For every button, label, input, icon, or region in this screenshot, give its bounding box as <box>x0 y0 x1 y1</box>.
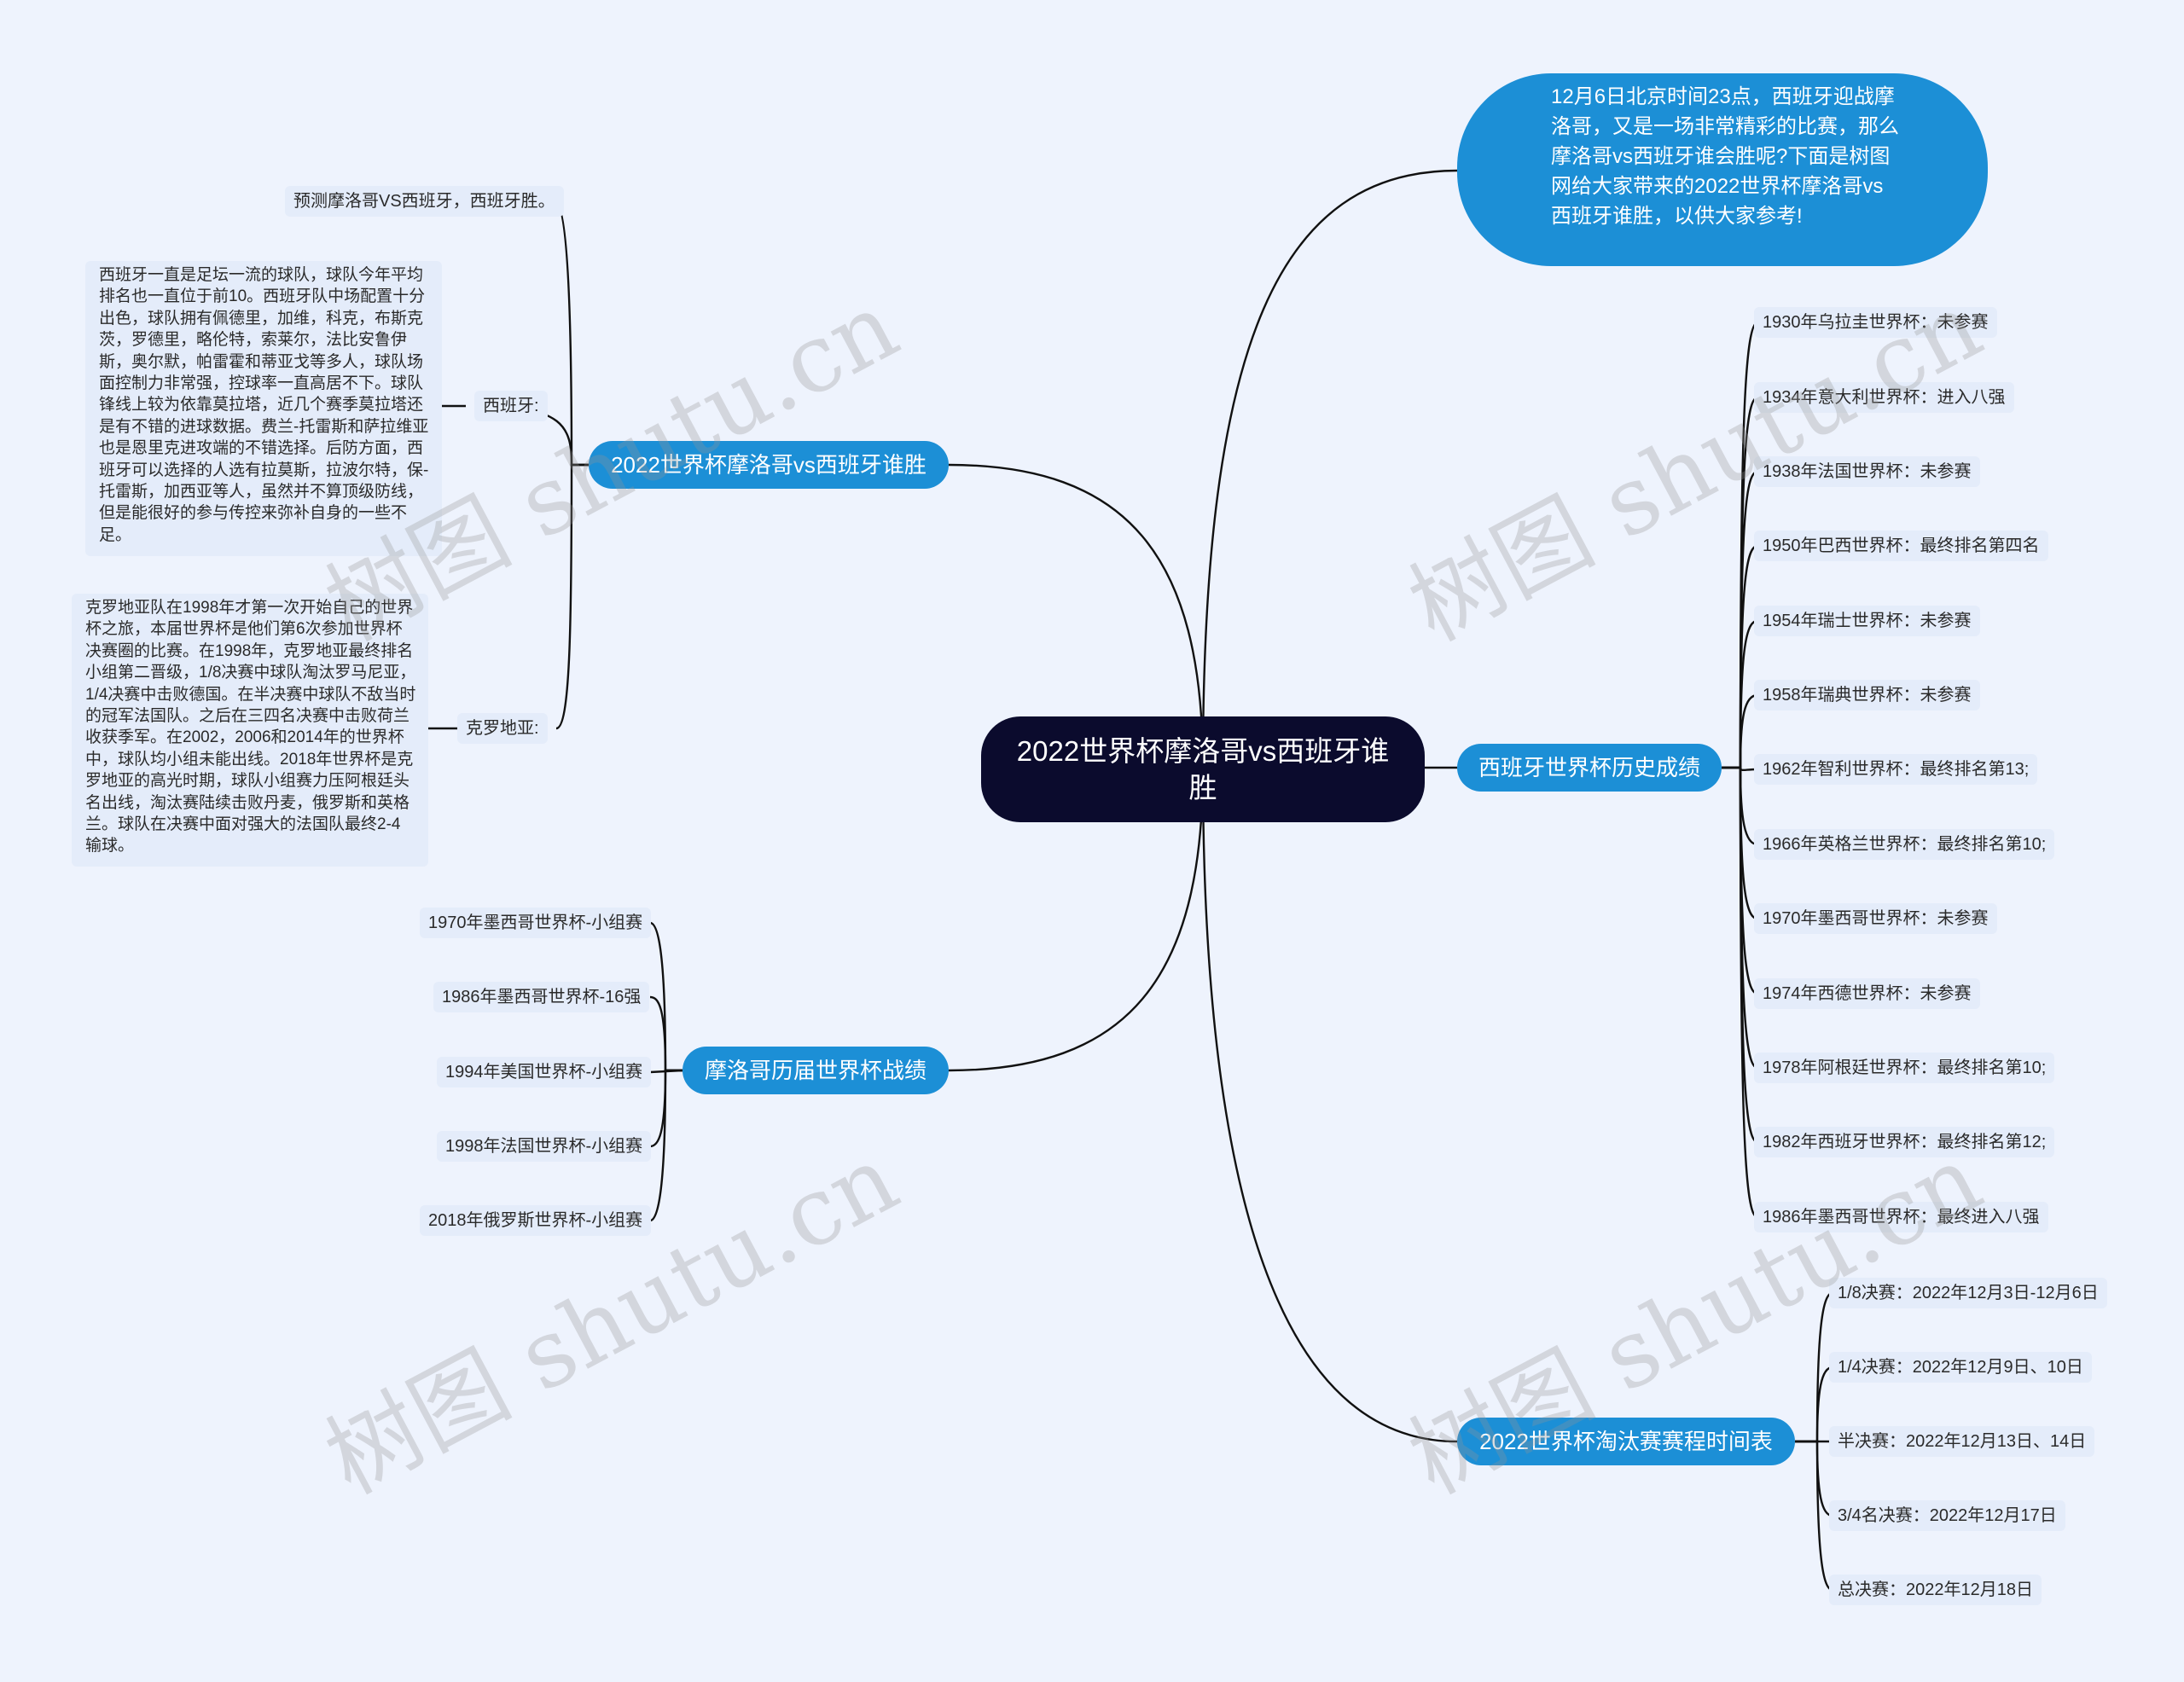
spain-history-item-text: 1938年法国世界杯：未参赛 <box>1763 462 1972 481</box>
branch-spain-history[interactable]: 西班牙世界杯历史成绩 <box>1457 744 1722 792</box>
schedule-item-text: 3/4名决赛：2022年12月17日 <box>1838 1506 2057 1525</box>
branch-knockout-schedule[interactable]: 2022世界杯淘汰赛赛程时间表 <box>1457 1418 1795 1465</box>
morocco-item-text: 1986年墨西哥世界杯-16强 <box>442 988 642 1006</box>
schedule-item-text: 1/8决赛：2022年12月3日-12月6日 <box>1838 1284 2099 1302</box>
morocco-item[interactable]: 2018年俄罗斯世界杯-小组赛 <box>420 1205 652 1236</box>
spain-history-item[interactable]: 1954年瑞士世界杯：未参赛 <box>1754 606 1980 636</box>
branch-schedule-label: 2022世界杯淘汰赛赛程时间表 <box>1479 1429 1773 1454</box>
schedule-item[interactable]: 1/4决赛：2022年12月9日、10日 <box>1829 1352 2092 1383</box>
spain-history-item-text: 1954年瑞士世界杯：未参赛 <box>1763 612 1972 630</box>
spain-history-item-text: 1934年意大利世界杯：进入八强 <box>1763 388 2006 407</box>
spain-history-item-text: 1974年西德世界杯：未参赛 <box>1763 984 1972 1003</box>
spain-history-item-text: 1970年墨西哥世界杯：未参赛 <box>1763 909 1989 928</box>
croatia-analysis-text: 克罗地亚队在1998年才第一次开始自己的世界杯之旅，本届世界杯是他们第6次参加世… <box>85 599 416 856</box>
schedule-item-text: 半决赛：2022年12月13日、14日 <box>1838 1432 2087 1451</box>
morocco-item[interactable]: 1998年法国世界杯-小组赛 <box>437 1131 652 1162</box>
spain-history-item[interactable]: 1970年墨西哥世界杯：未参赛 <box>1754 903 1997 934</box>
schedule-item[interactable]: 总决赛：2022年12月18日 <box>1829 1575 2042 1605</box>
spain-history-item[interactable]: 1958年瑞典世界杯：未参赛 <box>1754 680 1980 710</box>
spain-history-item-text: 1962年智利世界杯：最终排名第13; <box>1763 760 2030 779</box>
schedule-item-text: 总决赛：2022年12月18日 <box>1838 1580 2033 1599</box>
spain-history-item[interactable]: 1966年英格兰世界杯：最终排名第10; <box>1754 829 2055 860</box>
morocco-item[interactable]: 1994年美国世界杯-小组赛 <box>437 1057 652 1088</box>
schedule-item-text: 1/4决赛：2022年12月9日、10日 <box>1838 1358 2083 1377</box>
spain-history-item[interactable]: 1930年乌拉圭世界杯：未参赛 <box>1754 307 1997 338</box>
spain-history-item-text: 1978年阿根廷世界杯：最终排名第10; <box>1763 1058 2047 1077</box>
spain-history-item[interactable]: 1934年意大利世界杯：进入八强 <box>1754 382 2014 413</box>
spain-history-item[interactable]: 1978年阿根廷世界杯：最终排名第10; <box>1754 1053 2055 1083</box>
croatia-label-text: 克罗地亚: <box>466 719 539 738</box>
spain-history-item[interactable]: 1950年巴西世界杯：最终排名第四名 <box>1754 531 2048 561</box>
spain-history-item-text: 1986年墨西哥世界杯：最终进入八强 <box>1763 1208 2040 1227</box>
morocco-item-text: 1998年法国世界杯-小组赛 <box>445 1137 643 1156</box>
spain-history-item-text: 1982年西班牙世界杯：最终排名第12; <box>1763 1133 2047 1151</box>
spain-history-item-text: 1950年巴西世界杯：最终排名第四名 <box>1763 536 2040 555</box>
morocco-item[interactable]: 1986年墨西哥世界杯-16强 <box>433 982 650 1012</box>
intro-text: 12月6日北京时间23点，西班牙迎战摩洛哥，又是一场非常精彩的比赛，那么摩洛哥v… <box>1551 85 1899 228</box>
morocco-item-text: 1970年墨西哥世界杯-小组赛 <box>428 914 643 932</box>
spain-label[interactable]: 西班牙: <box>474 391 548 421</box>
spain-history-item[interactable]: 1982年西班牙世界杯：最终排名第12; <box>1754 1127 2055 1157</box>
schedule-item[interactable]: 3/4名决赛：2022年12月17日 <box>1829 1500 2065 1531</box>
central-topic-label: 2022世界杯摩洛哥vs西班牙谁胜 <box>1016 735 1390 803</box>
spain-label-text: 西班牙: <box>483 397 539 415</box>
prediction-leaf[interactable]: 预测摩洛哥VS西班牙，西班牙胜。 <box>285 186 564 217</box>
croatia-label[interactable]: 克罗地亚: <box>457 713 548 744</box>
morocco-item[interactable]: 1970年墨西哥世界杯-小组赛 <box>420 908 652 938</box>
spain-history-item[interactable]: 1938年法国世界杯：未参赛 <box>1754 456 1980 487</box>
spain-history-item[interactable]: 1962年智利世界杯：最终排名第13; <box>1754 754 2038 785</box>
spain-analysis[interactable]: 西班牙一直是足坛一流的球队，球队今年平均排名也一直位于前10。西班牙队中场配置十… <box>85 261 442 556</box>
branch-prediction-label: 2022世界杯摩洛哥vs西班牙谁胜 <box>611 452 926 478</box>
branch-morocco-record[interactable]: 摩洛哥历届世界杯战绩 <box>682 1047 949 1094</box>
croatia-analysis[interactable]: 克罗地亚队在1998年才第一次开始自己的世界杯之旅，本届世界杯是他们第6次参加世… <box>72 594 428 867</box>
branch-prediction[interactable]: 2022世界杯摩洛哥vs西班牙谁胜 <box>589 441 949 489</box>
morocco-item-text: 1994年美国世界杯-小组赛 <box>445 1063 643 1082</box>
schedule-item[interactable]: 1/8决赛：2022年12月3日-12月6日 <box>1829 1278 2107 1308</box>
central-topic[interactable]: 2022世界杯摩洛哥vs西班牙谁胜 <box>981 716 1425 822</box>
spain-history-item-text: 1966年英格兰世界杯：最终排名第10; <box>1763 835 2047 854</box>
branch-spain-history-label: 西班牙世界杯历史成绩 <box>1478 755 1700 780</box>
intro-bubble[interactable]: 12月6日北京时间23点，西班牙迎战摩洛哥，又是一场非常精彩的比赛，那么摩洛哥v… <box>1457 73 1988 266</box>
branch-morocco-label: 摩洛哥历届世界杯战绩 <box>704 1058 926 1083</box>
spain-history-item-text: 1958年瑞典世界杯：未参赛 <box>1763 686 1972 705</box>
prediction-text: 预测摩洛哥VS西班牙，西班牙胜。 <box>293 192 555 211</box>
spain-history-item[interactable]: 1986年墨西哥世界杯：最终进入八强 <box>1754 1202 2048 1232</box>
schedule-item[interactable]: 半决赛：2022年12月13日、14日 <box>1829 1426 2095 1457</box>
morocco-item-text: 2018年俄罗斯世界杯-小组赛 <box>428 1211 643 1230</box>
spain-analysis-text: 西班牙一直是足坛一流的球队，球队今年平均排名也一直位于前10。西班牙队中场配置十… <box>99 266 429 544</box>
spain-history-item[interactable]: 1974年西德世界杯：未参赛 <box>1754 978 1980 1009</box>
spain-history-item-text: 1930年乌拉圭世界杯：未参赛 <box>1763 313 1989 332</box>
